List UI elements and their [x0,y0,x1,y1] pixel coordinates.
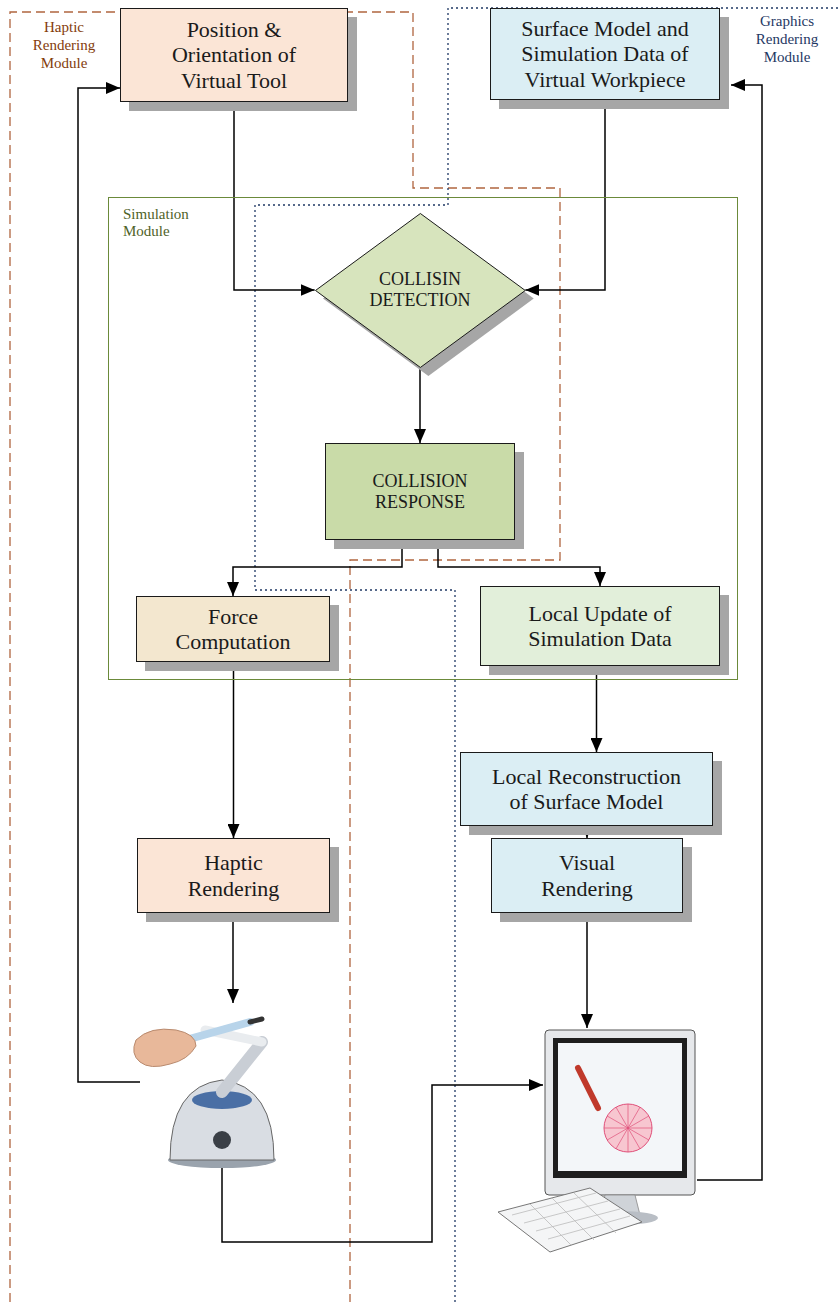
box-label: COLLISIN DETECTION [355,269,485,310]
virtual-workpiece [604,1104,652,1152]
flow-arrow [525,100,605,290]
graphics-module-outline [255,8,838,1302]
box-label: Local Update of Simulation Data [513,601,688,652]
workpiece-mesh [604,1104,652,1152]
process-box: Force Computation [136,596,330,662]
data-box: Surface Model and Simulation Data of Vir… [490,8,720,100]
device-stylus-tip [250,1019,262,1022]
box-label: Local Reconstruction of Surface Model [482,764,692,815]
module-frame: Simulation ModuleCOLLISIN DETECTION COLLI… [108,197,738,680]
box-label: Surface Model and Simulation Data of Vir… [505,16,705,92]
signal-wire [232,913,234,1003]
flow-arrow [438,540,600,586]
process-box: Local Update of Simulation Data [480,586,720,666]
process-box: Position & Orientation of Virtual Tool [120,8,348,102]
box-label: Visual Rendering [527,850,647,901]
flow-arrow [233,540,402,596]
module-label: Graphics Rendering Module [742,12,832,66]
keyboard [498,1188,642,1252]
module-label: Haptic Rendering Module [14,18,114,72]
flow-arrow [419,367,421,443]
process-box: COLLISION RESPONSE [325,443,515,540]
box-label: Haptic Rendering [174,850,294,901]
diamond-face [315,213,525,367]
flow-arrow [596,666,598,752]
keyboard-keys [512,1193,630,1246]
decision-diamond: COLLISIN DETECTION [315,213,526,368]
virtual-tool [578,1068,598,1108]
box-label: Position & Orientation of Virtual Tool [149,17,319,93]
process-box: Haptic Rendering [137,838,330,913]
flow-arrow [234,102,315,290]
box-label: Force Computation [163,604,303,655]
hand [134,1029,196,1066]
flow-arrow [233,662,235,838]
process-box: Local Reconstruction of Surface Model [460,752,713,826]
device-arm [222,1042,262,1092]
signal-wire [586,913,588,1028]
monitor-bezel [545,1030,695,1195]
module-title: Simulation Module [123,206,213,241]
monitor-frame [553,1038,687,1178]
box-label: COLLISION RESPONSE [355,471,485,512]
device-lens [213,1131,231,1149]
monitor-screen [558,1043,682,1171]
flow-arrow [586,826,588,838]
process-box: Visual Rendering [491,838,683,913]
